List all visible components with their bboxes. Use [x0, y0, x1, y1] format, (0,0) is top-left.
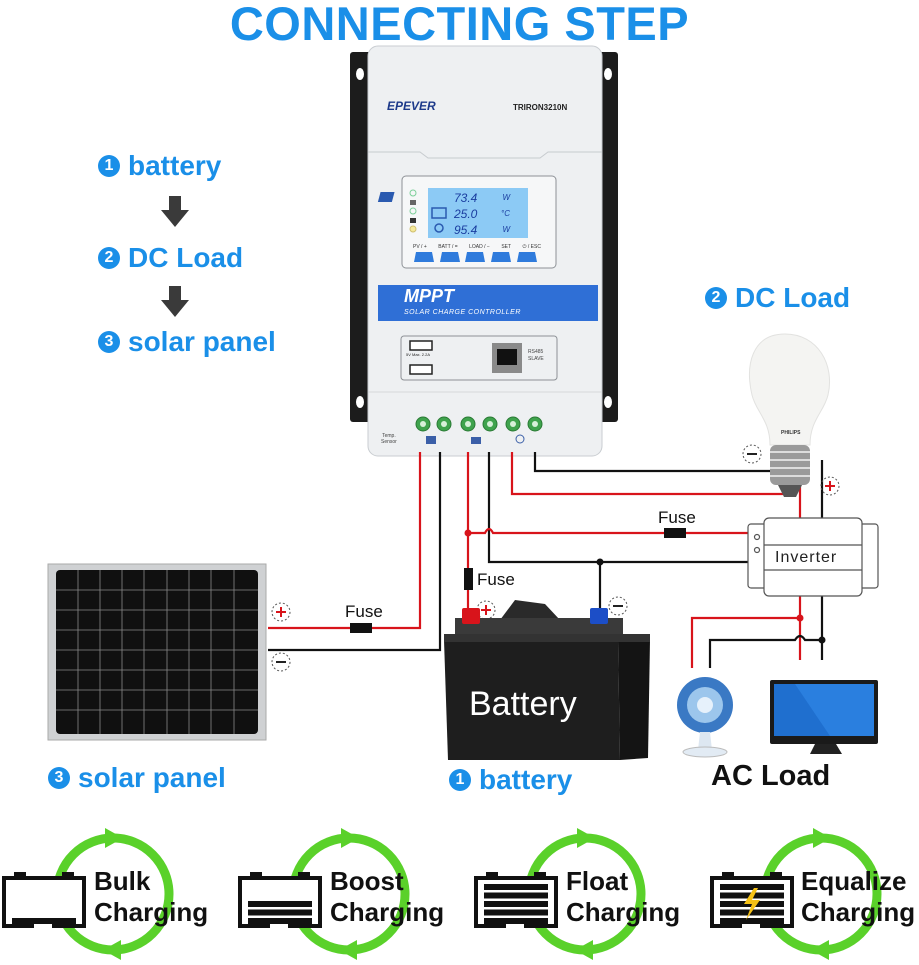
charge-level-bar [484, 892, 548, 899]
car-battery [444, 600, 650, 760]
charge-level-bar [484, 901, 548, 907]
cycle-arrowhead-icon [339, 940, 357, 960]
bulb-brand: PHILIPS [781, 430, 801, 436]
step-number-icon: 3 [98, 331, 120, 353]
cycle-arrowhead-icon [103, 940, 121, 960]
battery-text: Battery [469, 685, 577, 723]
cycle-arrowhead-icon [577, 828, 595, 848]
battery-terminal-icon [471, 437, 481, 444]
charging-phases: Bulk Charging Boost Charging Float Charg… [0, 828, 919, 960]
charging-phase-3 [710, 828, 882, 960]
down-arrow-icon [161, 196, 189, 227]
lcd-row: 25.0°C [454, 207, 510, 221]
fuse-label-battery: Fuse [477, 570, 515, 589]
load-terminal-icon [515, 434, 525, 444]
charge-level-bar [248, 909, 312, 916]
rs485-label: RS485 SLAVE [528, 349, 544, 362]
battery-positive-terminal [462, 608, 480, 624]
solar-panel-label: 3 solar panel [48, 762, 226, 794]
fuse-label-solar: Fuse [345, 602, 383, 621]
cycle-arrowhead-icon [575, 940, 593, 960]
phase-label-bulk: Bulk Charging [94, 866, 209, 927]
charging-phase-0 [2, 828, 174, 960]
battery-gap [34, 924, 52, 930]
solar-panel [47, 563, 267, 741]
step-3: 3 solar panel [98, 326, 276, 358]
battery-label: 1 battery [449, 764, 572, 796]
fuse-battery [464, 568, 473, 590]
charge-level-bar [248, 901, 312, 907]
battery-negative-terminal [590, 608, 608, 624]
cycle-arrowhead-icon [813, 828, 831, 848]
fuse-label-inverter: Fuse [658, 508, 696, 527]
step-number-icon: 2 [98, 247, 120, 269]
charging-phases-graphics [2, 828, 882, 960]
inverter-label: Inverter [775, 549, 838, 566]
fuse-inverter [664, 528, 686, 538]
inverter [747, 517, 879, 597]
step-2: 2 DC Load [98, 242, 243, 274]
solar-terminal-icon [426, 436, 436, 444]
page-title: CONNECTING STEP [229, 0, 690, 50]
button-batt[interactable]: BATT / = [438, 244, 458, 250]
controller-button-labels: PV / + BATT / = LOAD / − SET ⏻ / ESC [413, 244, 541, 250]
charge-level-bar [484, 909, 548, 916]
battery-gap [506, 924, 524, 930]
light-bulb [749, 333, 830, 497]
step-label: solar panel [128, 326, 276, 357]
step-label: DC Load [128, 242, 244, 273]
lcd-screen [428, 188, 528, 238]
step-number-icon: 1 [449, 769, 471, 791]
usb-label: 5V Max. 2.2A [406, 352, 431, 357]
step-number-icon: 3 [48, 767, 70, 789]
down-arrow-icon [161, 286, 189, 317]
phase-label-float: Float Charging [566, 866, 681, 927]
mppt-subtitle: SOLAR CHARGE CONTROLLER [404, 309, 521, 316]
charging-phase-2 [474, 828, 646, 960]
desk-fan [677, 677, 733, 758]
charge-level-bar [720, 918, 784, 924]
button-pv[interactable]: PV / + [413, 244, 427, 250]
controller-model: TRIRON3210N [513, 103, 568, 112]
fuse-solar [350, 623, 372, 633]
charge-level-bar [12, 918, 76, 924]
step-number-icon: 1 [98, 155, 120, 177]
monitor [770, 680, 878, 754]
mppt-title: MPPT [404, 286, 455, 306]
cycle-arrowhead-icon [105, 828, 123, 848]
step-number-icon: 2 [705, 287, 727, 309]
battery-gap [742, 924, 760, 930]
step-label: battery [128, 150, 222, 181]
charge-level-bar [720, 909, 784, 916]
wiring-diagram [47, 45, 879, 760]
lightning-icon [744, 888, 760, 920]
button-load[interactable]: LOAD / − [469, 244, 490, 250]
charge-level-bar [484, 918, 548, 924]
cycle-arrowhead-icon [341, 828, 359, 848]
terminal-screws [415, 416, 543, 432]
phase-label-boost: Boost Charging [330, 866, 445, 927]
battery-gap [270, 924, 288, 930]
step-1: 1 battery [98, 150, 221, 182]
button-set[interactable]: SET [501, 244, 512, 250]
ac-load-label: AC Load [711, 760, 831, 792]
temp-sensor-label: Temp. Sensor [381, 433, 397, 445]
dc-load-label: 2 DC Load [705, 282, 850, 314]
charge-level-bar [720, 884, 784, 890]
charging-phase-1 [238, 828, 410, 960]
mppt-banner [378, 285, 598, 321]
phase-label-equalize: Equalize Charging [801, 866, 916, 927]
controller-brand: EPEVER [387, 99, 436, 113]
charge-level-bar [484, 884, 548, 890]
button-esc[interactable]: ⏻ / ESC [522, 244, 541, 250]
charge-level-bar [248, 918, 312, 924]
cycle-arrowhead-icon [811, 940, 829, 960]
